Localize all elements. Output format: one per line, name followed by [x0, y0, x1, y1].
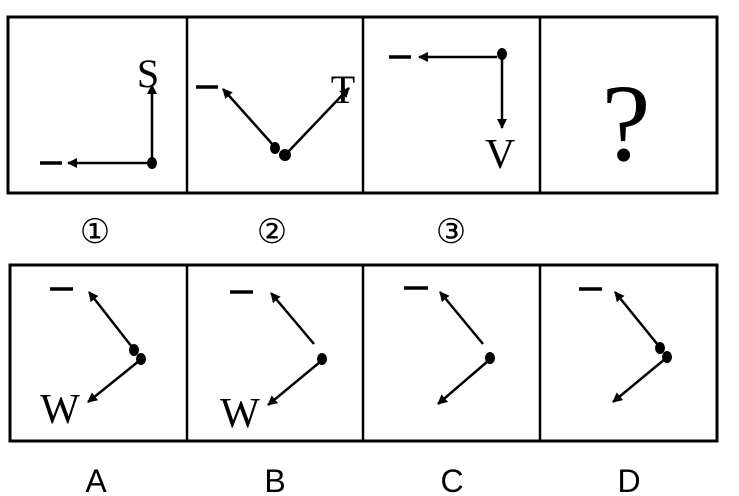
letter-s: S	[137, 51, 159, 96]
arrow-up-left	[439, 291, 484, 345]
letter-w: W	[40, 387, 80, 433]
label-3: ③	[436, 214, 466, 251]
letter-v: V	[485, 132, 515, 178]
letter-t: T	[331, 67, 355, 112]
dot	[485, 352, 495, 364]
dot	[317, 353, 327, 365]
option-a[interactable]: W	[40, 287, 146, 433]
dot	[655, 342, 665, 354]
label-1: ①	[80, 214, 110, 251]
question-cell-1: S	[40, 51, 159, 169]
dot	[497, 48, 507, 60]
dot	[147, 157, 157, 169]
question-cell-3: V	[389, 48, 515, 178]
option-label-d: D	[617, 463, 640, 496]
arrow-down-left	[87, 360, 140, 403]
option-c[interactable]	[404, 286, 495, 405]
option-b[interactable]: W	[220, 290, 327, 437]
arrow-down-left	[612, 358, 666, 403]
arrow-up-left	[614, 291, 659, 346]
arrow-down-left	[267, 361, 321, 406]
dot	[129, 344, 139, 356]
question-mark: ?	[602, 62, 651, 184]
option-label-a: A	[85, 463, 107, 496]
label-2: ②	[257, 214, 287, 251]
option-d[interactable]	[579, 287, 672, 403]
question-cell-4: ?	[602, 62, 651, 184]
arrow-up-left	[88, 291, 133, 348]
dot	[662, 351, 672, 363]
dot	[279, 149, 291, 161]
arrow-up-left	[222, 88, 275, 147]
option-label-c: C	[440, 463, 463, 496]
arrow-down-left	[437, 360, 489, 405]
dot	[136, 353, 146, 365]
options-row: W W	[8, 263, 719, 443]
question-row: S T V ?	[6, 15, 719, 195]
letter-w: W	[220, 391, 260, 437]
arrow-up-left	[270, 292, 315, 345]
question-cell-2: T	[196, 67, 355, 161]
option-label-b: B	[264, 463, 285, 496]
arrow-up-right	[286, 87, 350, 154]
dot	[270, 142, 280, 154]
